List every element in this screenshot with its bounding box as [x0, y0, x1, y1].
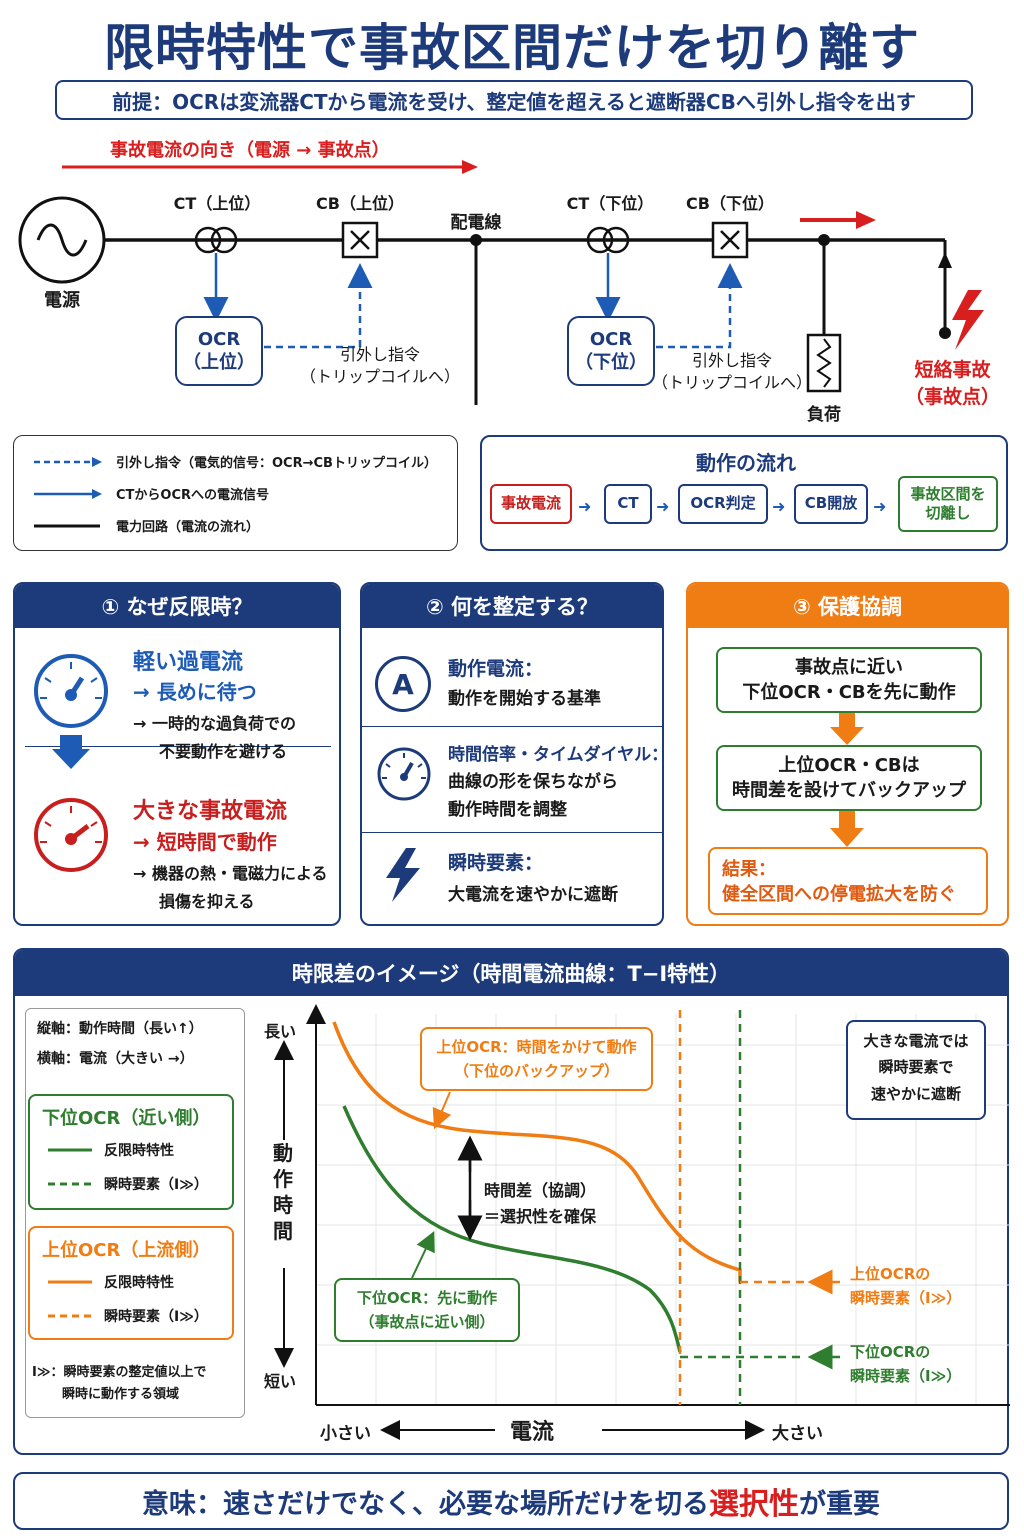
- feeder-label: 配電線: [450, 213, 502, 233]
- card-header: ① なぜ反限時？: [15, 584, 339, 628]
- annotation-lower-instant: 下位OCRの瞬時要素（I≫）: [850, 1343, 962, 1385]
- gauge-low-icon: [34, 654, 108, 728]
- dial-icon: [377, 747, 431, 801]
- ct-upper-icon: [194, 226, 222, 254]
- source-label: 電源: [44, 290, 80, 311]
- card-coordination: ③ 保護協調: [686, 582, 1009, 926]
- y-long-label: 長い: [264, 1022, 297, 1041]
- setting-current-title: 動作電流：: [448, 658, 544, 680]
- arrow-down-icon: [52, 735, 90, 769]
- ocr-upper-box: OCR（上位）: [175, 316, 263, 386]
- coordination-step-2: 上位OCR・CBは時間差を設けてバックアップ: [716, 745, 982, 811]
- card-header: ② 何を整定する？: [362, 584, 662, 628]
- y-axis-label: 動作時間: [273, 1141, 293, 1243]
- flow-arrow-icon: ➜: [873, 497, 887, 516]
- load-resistor-icon: [806, 333, 842, 393]
- fault-point-label: 短絡事故（事故点）: [904, 359, 1000, 408]
- chart-legend-panel: [25, 1008, 245, 1418]
- annotation-big-current: 大きな電流では瞬時要素で速やかに遮断: [846, 1020, 986, 1120]
- light-current-title: 軽い過電流: [133, 650, 244, 675]
- ammeter-icon: A: [375, 656, 431, 712]
- flow-step-cb: CB開放: [794, 484, 868, 524]
- time-dial-title: 時間倍率・タイムダイヤル：: [448, 745, 669, 765]
- ct-lower-label: CT（下位）: [566, 194, 654, 213]
- instant-region-note: I≫：瞬時要素の整定値以上で瞬時に動作する領域: [32, 1365, 207, 1403]
- legend-power: 電力回路（電流の流れ）: [34, 520, 260, 535]
- instant-desc: 大電流を速やかに遮断: [448, 885, 618, 905]
- annotation-upper-instant: 上位OCRの瞬時要素（I≫）: [850, 1265, 962, 1307]
- flow-title: 動作の流れ: [696, 451, 796, 475]
- arrow-down-icon: [830, 811, 864, 847]
- big-current-action: → 短時間で動作: [133, 830, 277, 854]
- fault-direction-label: 事故電流の向き（電源 → 事故点）: [110, 140, 390, 161]
- flow-arrow-icon: ➜: [772, 497, 786, 516]
- big-current-title: 大きな事故電流: [133, 799, 288, 824]
- annotation-lower-ocr: 下位OCR：先に動作（事故点に近い側）: [334, 1278, 520, 1342]
- summary-suffix: が重要: [799, 1488, 880, 1520]
- annotation-time-gap: 時間差（協調）＝選択性を確保: [484, 1181, 597, 1227]
- trip-note-lower: 引外し指令（トリップコイルへ）: [652, 351, 813, 392]
- flow-step-ocr: OCR判定: [678, 484, 768, 524]
- y-short-label: 短い: [264, 1372, 297, 1391]
- legend-ct-signal: CTからOCRへの電流信号: [34, 484, 269, 503]
- legend-trip: 引外し指令（電気的信号：OCR→CBトリップコイル）: [34, 452, 437, 471]
- axis-note-y: 縦軸：動作時間（長い↑）: [37, 1021, 203, 1037]
- summary-keyword: 選択性: [709, 1487, 799, 1522]
- big-current-desc: → 機器の熱・電磁力による損傷を抑える: [133, 864, 328, 911]
- flow-arrow-icon: ➜: [578, 497, 592, 516]
- ct-lower-icon: [586, 226, 614, 254]
- premise-box: 前提：OCRは変流器CTから電流を受け、整定値を超えると遮断器CBへ引外し指令を…: [55, 80, 973, 120]
- circuit-diagram: [18, 160, 984, 405]
- chart-section: 時限差のイメージ（時間電流曲線：T−I特性）: [13, 948, 1009, 1455]
- flow-step-isolate: 事故区間を切離し: [898, 476, 998, 532]
- light-current-action: → 長めに待つ: [133, 680, 257, 704]
- load-label: 負荷: [807, 405, 841, 425]
- setting-current-desc: 動作を開始する基準: [448, 689, 601, 709]
- instant-title: 瞬時要素：: [448, 852, 544, 874]
- legend-upper-ocr: 上位OCR（上流側） 反限時特性 瞬時要素（I≫）: [28, 1226, 234, 1340]
- legend-box: 引外し指令（電気的信号：OCR→CBトリップコイル） CTからOCRへの電流信号…: [13, 435, 458, 551]
- ocr-lower-box: OCR（下位）: [567, 316, 655, 386]
- card-what-to-set: ② 何を整定する？: [360, 582, 664, 926]
- x-big-label: 大さい: [772, 1424, 823, 1444]
- upper-ocr-curve: [332, 1021, 742, 1282]
- time-dial-desc: 曲線の形を保ちながら動作時間を調整: [448, 772, 618, 821]
- x-small-label: 小さい: [320, 1424, 371, 1444]
- summary-text: 意味：速さだけでなく、必要な場所だけを切る: [142, 1488, 709, 1520]
- card-why-inverse: ① なぜ反限時？: [13, 582, 341, 926]
- flow-step-ct: CT: [604, 484, 652, 524]
- x-axis-label: 電流: [510, 1420, 555, 1445]
- legend-lower-ocr: 下位OCR（近い側） 反限時特性 瞬時要素（I≫）: [28, 1094, 234, 1210]
- lightning-fault-icon: [952, 290, 984, 350]
- arrow-down-icon: [830, 713, 864, 745]
- lower-ocr-curve: [342, 1105, 682, 1353]
- gauge-high-icon: [34, 798, 108, 872]
- flow-step-fault: 事故電流: [490, 484, 572, 524]
- trip-note-upper: 引外し指令（トリップコイルへ）: [300, 345, 461, 386]
- card-header: ③ 保護協調: [688, 584, 1007, 628]
- light-current-desc: → 一時的な過負荷での不要動作を避ける: [133, 714, 296, 761]
- cb-lower-label: CB（下位）: [686, 194, 774, 213]
- axis-note-x: 横軸：電流（大きい →）: [37, 1051, 194, 1067]
- coordination-step-1: 事故点に近い下位OCR・CBを先に動作: [716, 647, 982, 713]
- lightning-icon: [386, 848, 420, 902]
- page-title: 限時特性で事故区間だけを切り離す: [104, 19, 920, 77]
- coordination-result: 結果：健全区間への停電拡大を防ぐ: [708, 847, 988, 915]
- annotation-upper-ocr: 上位OCR：時間をかけて動作（下位のバックアップ）: [420, 1027, 653, 1091]
- ct-upper-label: CT（上位）: [173, 194, 261, 213]
- flow-box: 動作の流れ: [480, 435, 1008, 551]
- summary-box: 意味：速さだけでなく、必要な場所だけを切る選択性が重要: [13, 1472, 1009, 1530]
- cb-upper-label: CB（上位）: [316, 194, 404, 213]
- flow-arrow-icon: ➜: [656, 497, 670, 516]
- chart-title: 時限差のイメージ（時間電流曲線：T−I特性）: [15, 950, 1007, 996]
